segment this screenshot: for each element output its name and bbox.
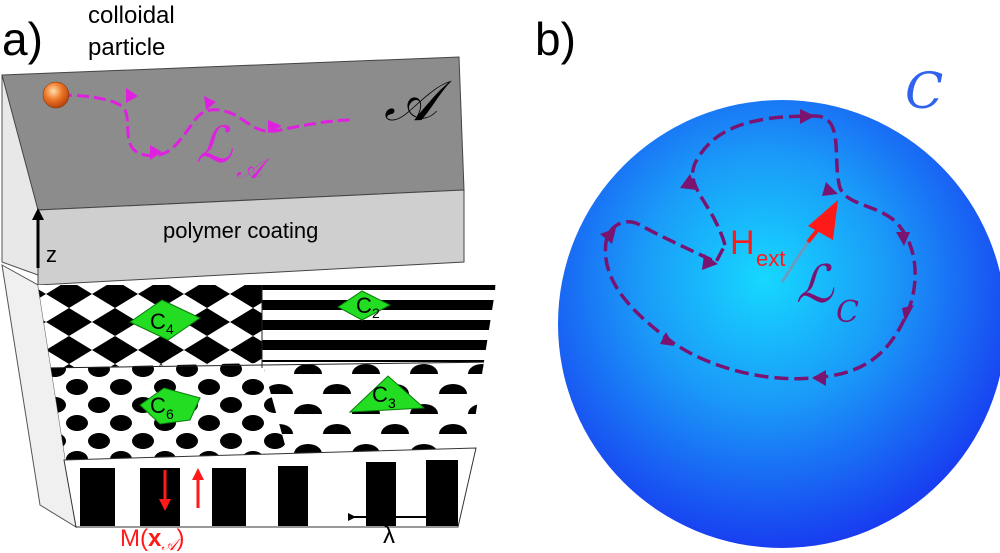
pattern-dots3-region	[262, 362, 492, 470]
particle-label-line1: colloidal	[88, 2, 175, 29]
magnetization-label: M(x𝒜)	[120, 525, 184, 553]
badge-c4-sub: 4	[166, 321, 174, 337]
trajectory-la-arrow-3	[204, 96, 216, 110]
pattern-stripes-region	[262, 285, 496, 368]
badge-c6: C 6	[139, 387, 201, 425]
trajectory-lc-arrow-8	[600, 228, 616, 244]
panel-b: b) C H ext ℒ C	[535, 13, 1000, 548]
sphere-c	[558, 100, 1000, 548]
trajectory-la-arrow-2	[150, 145, 162, 160]
field-arrow-tail	[780, 241, 810, 283]
badge-c4: C 4	[129, 299, 201, 341]
badge-c4-label: C	[150, 309, 166, 334]
badge-c6-label: C	[150, 393, 166, 418]
cross-section	[63, 447, 477, 528]
trajectory-lc-arrow-9	[702, 254, 718, 270]
panel-a: C 4 C 2 C 6 C 3 a) colloidal particle	[1, 2, 496, 553]
panel-b-label: b)	[535, 13, 576, 65]
trajectory-la	[59, 93, 351, 158]
badge-c3: C 3	[348, 375, 426, 413]
field-arrow-shaft	[806, 220, 826, 244]
trajectory-lc-arrow-5	[902, 305, 914, 322]
trajectory-lc	[603, 114, 917, 381]
loop-la-main: ℒ	[196, 116, 233, 174]
loop-lc-sub: C	[836, 295, 859, 330]
coating-label: polymer coating	[163, 218, 318, 243]
z-axis-label: z	[46, 242, 57, 267]
magnetic-pattern	[38, 285, 496, 470]
colloidal-particle	[42, 81, 70, 109]
panel-a-label: a)	[2, 13, 43, 65]
field-label-sub: ext	[756, 246, 785, 271]
field-label-main: H	[730, 224, 755, 262]
wavelength-label: λ	[383, 522, 395, 549]
badge-c6-sub: 6	[166, 406, 174, 422]
trajectory-lc-arrow-4	[896, 232, 910, 246]
sphere-symbol: C	[905, 62, 943, 120]
trajectory-la-arrow-4	[268, 120, 282, 133]
trajectory-lc-arrow-2	[800, 109, 815, 124]
badge-c3-label: C	[372, 382, 388, 407]
particle-label-line2: particle	[88, 34, 165, 61]
badge-c2: C 2	[337, 290, 392, 321]
badge-c2-label: C	[356, 293, 372, 318]
badge-c2-sub: 2	[372, 305, 380, 321]
trajectory-la-arrow-1	[126, 88, 138, 103]
trajectory-lc-arrow-6	[812, 370, 826, 386]
trajectory-lc-arrow-1	[680, 174, 697, 190]
trajectory-lc-arrow-3	[822, 182, 838, 196]
loop-lc-main: ℒ	[796, 255, 835, 315]
badge-c3-sub: 3	[388, 395, 396, 411]
trajectory-lc-arrow-7	[660, 332, 674, 346]
